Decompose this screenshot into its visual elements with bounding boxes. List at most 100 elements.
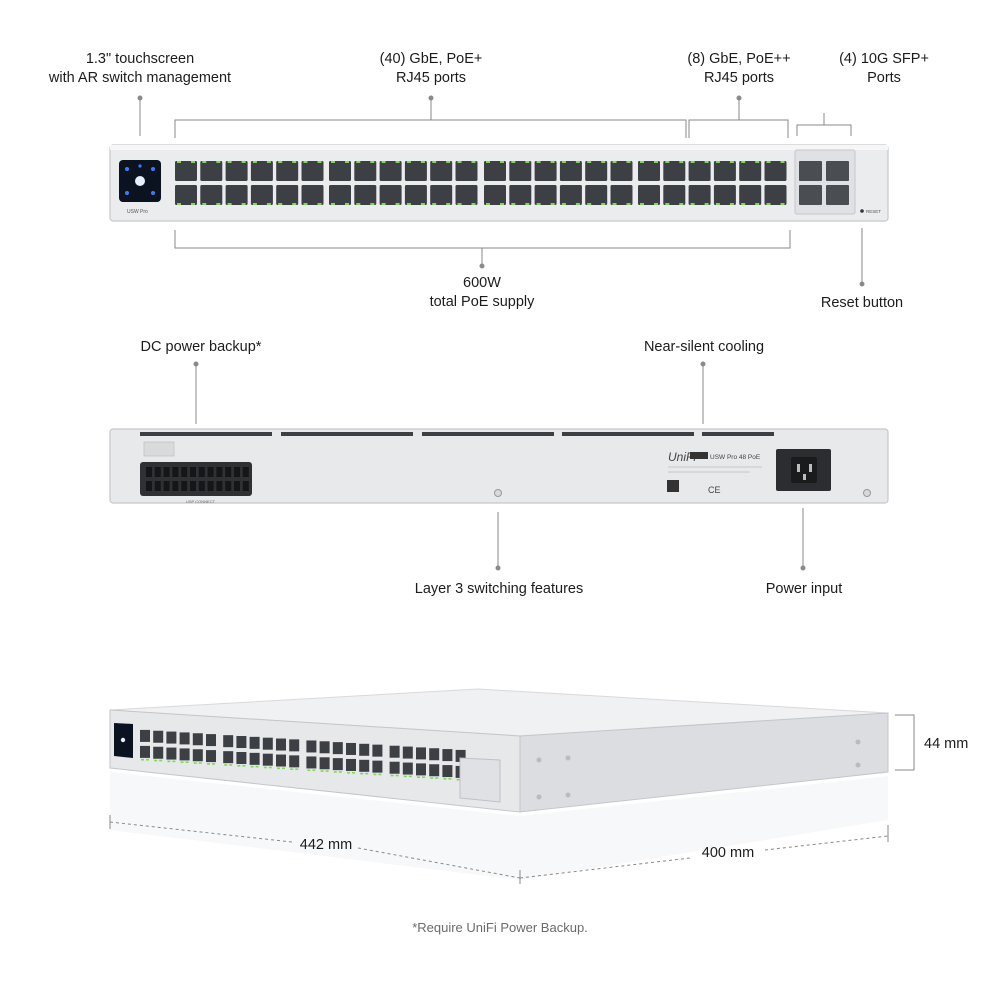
dc-pin bbox=[163, 481, 170, 491]
footnote: *Require UniFi Power Backup. bbox=[412, 920, 588, 935]
port-led bbox=[241, 161, 246, 163]
rj45-port bbox=[663, 185, 686, 205]
port-led bbox=[303, 161, 308, 163]
rj45-port-3d bbox=[262, 737, 273, 750]
sfp-line1: (4) 10G SFP+ bbox=[839, 51, 929, 67]
port-led-3d bbox=[250, 765, 254, 768]
dc-pin bbox=[172, 481, 179, 491]
depth-dimension: 400 mm bbox=[701, 845, 755, 861]
rj45-port-3d bbox=[249, 752, 260, 765]
rj45-port bbox=[200, 185, 223, 205]
port-led bbox=[432, 203, 437, 205]
port-led-3d bbox=[456, 778, 460, 781]
port-led bbox=[575, 203, 580, 205]
port-led-3d bbox=[448, 778, 452, 780]
port-led-3d bbox=[403, 775, 407, 778]
touchscreen-line1: 1.3" touchscreen bbox=[85, 51, 195, 67]
port-led bbox=[381, 203, 386, 205]
rj45-port-3d bbox=[236, 752, 247, 765]
port-led-3d bbox=[185, 761, 189, 764]
port-led bbox=[525, 203, 530, 205]
port-led-3d bbox=[180, 761, 184, 764]
port-led bbox=[457, 203, 462, 205]
port-led bbox=[511, 203, 516, 205]
rj45-port-3d bbox=[179, 748, 190, 761]
sfp-port bbox=[799, 185, 822, 205]
rj45-port bbox=[764, 161, 787, 181]
port-led bbox=[690, 161, 695, 163]
port-led-3d bbox=[333, 771, 337, 773]
port-led bbox=[471, 161, 476, 163]
rj45-port bbox=[404, 161, 427, 181]
rj45-port bbox=[484, 161, 506, 181]
dc-power-backup-label: DC power backup* bbox=[140, 339, 262, 355]
port-led bbox=[446, 203, 451, 205]
port-led bbox=[406, 203, 411, 205]
dimension-lines bbox=[109, 714, 915, 884]
rj45-port-3d bbox=[429, 764, 440, 777]
rj45-port bbox=[404, 185, 427, 205]
port-led bbox=[729, 203, 734, 205]
port-led-3d bbox=[237, 765, 241, 767]
port-led bbox=[345, 203, 349, 205]
rj45-port bbox=[585, 161, 608, 181]
rj45-port bbox=[379, 185, 402, 205]
port-led bbox=[252, 161, 257, 163]
port-led-3d bbox=[408, 775, 412, 778]
rj45-port-3d bbox=[179, 732, 190, 745]
port-led bbox=[654, 203, 658, 205]
port-led bbox=[216, 203, 221, 205]
rj45-port bbox=[764, 185, 787, 205]
port-led bbox=[420, 203, 425, 205]
port-led bbox=[370, 161, 375, 163]
port-led-3d bbox=[229, 764, 233, 766]
port-led-3d bbox=[395, 774, 399, 777]
dc-pin bbox=[172, 467, 179, 477]
port-led bbox=[612, 203, 617, 205]
rj45-port bbox=[329, 185, 351, 205]
port-led bbox=[601, 203, 606, 205]
power-input-label: Power input bbox=[765, 581, 843, 597]
rj45-port bbox=[175, 185, 197, 205]
port-led-3d bbox=[307, 769, 311, 772]
port-led-3d bbox=[268, 766, 272, 769]
poe-supply-line1: 600W bbox=[463, 275, 501, 291]
port-led bbox=[525, 161, 530, 163]
rj45-port bbox=[225, 185, 248, 205]
port-led bbox=[317, 203, 322, 205]
model-tag: USW Pro 48 PoE bbox=[710, 454, 761, 461]
port-led bbox=[292, 203, 297, 205]
port-led bbox=[780, 203, 785, 205]
dc-pin bbox=[154, 481, 161, 491]
rj45-port-3d bbox=[223, 751, 234, 764]
rj45-port-3d bbox=[389, 761, 400, 774]
rj45-port-3d bbox=[289, 755, 300, 768]
rj45-port-3d bbox=[455, 749, 466, 762]
rj45-port-3d bbox=[153, 730, 164, 743]
rj45-port-3d bbox=[402, 762, 413, 775]
port-led bbox=[278, 203, 283, 205]
rj45-port-3d bbox=[276, 754, 286, 767]
port-led bbox=[471, 203, 476, 205]
port-led bbox=[191, 161, 195, 163]
rj45-port bbox=[509, 185, 532, 205]
port-led bbox=[665, 161, 670, 163]
rj45-port-3d bbox=[276, 738, 286, 751]
sfp-callout: (4) 10G SFP+ Ports bbox=[824, 50, 944, 88]
port-led bbox=[278, 161, 283, 163]
dc-pin bbox=[190, 481, 196, 491]
rj45-port-3d bbox=[306, 740, 317, 753]
gbe-poe-plusplus-line2: RJ45 ports bbox=[703, 70, 775, 86]
port-led bbox=[755, 203, 760, 205]
port-led bbox=[500, 161, 504, 163]
rj45-port-3d bbox=[416, 763, 426, 776]
rj45-port bbox=[250, 185, 273, 205]
rj45-port bbox=[455, 161, 478, 181]
touchscreen-callout: 1.3" touchscreen with AR switch manageme… bbox=[40, 50, 240, 88]
port-led bbox=[640, 203, 644, 205]
rj45-port-3d bbox=[140, 729, 150, 742]
dc-pin bbox=[181, 467, 188, 477]
rj45-port-3d bbox=[442, 749, 453, 762]
rear-panel: USP CONNECT UniFi USW Pro 48 PoE CE bbox=[109, 428, 889, 504]
port-led bbox=[679, 161, 684, 163]
